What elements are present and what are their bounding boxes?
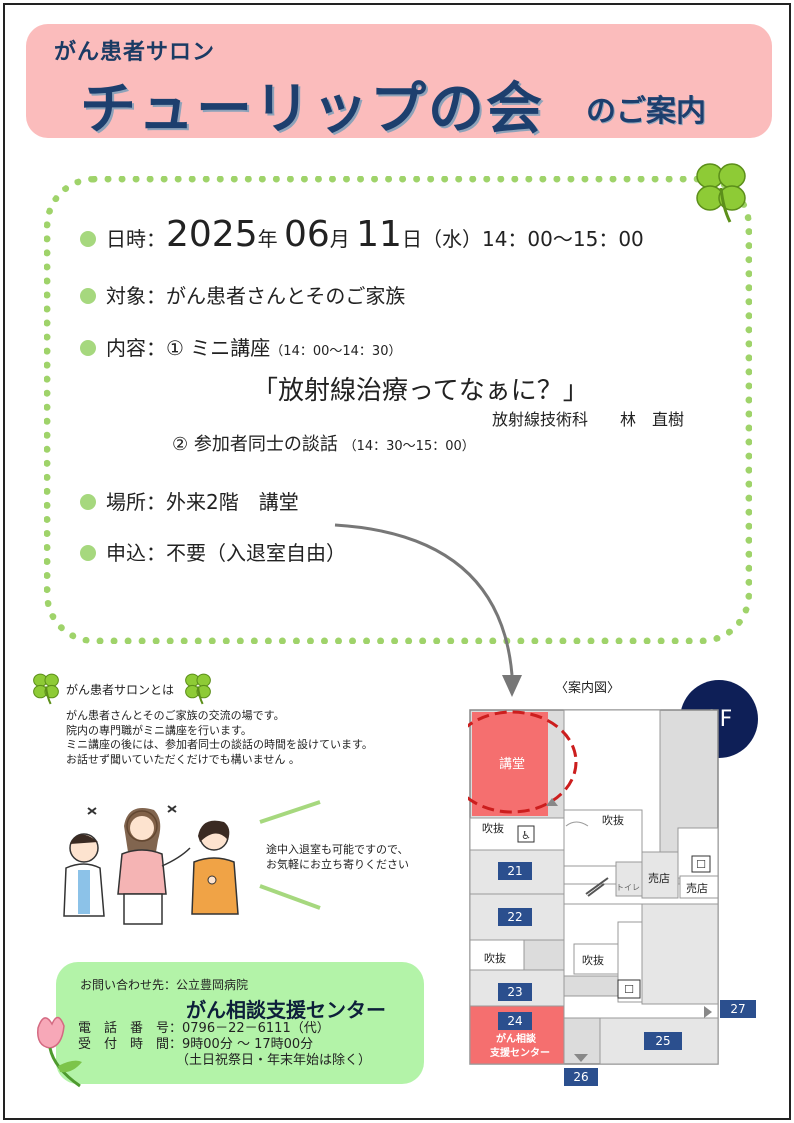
header-banner [26, 24, 772, 138]
content-row: 内容：① ミニ講座 （14：00～14：30） [80, 332, 401, 361]
header-subtitle: がん患者サロン [54, 40, 216, 65]
center-label-line1: がん相談 [496, 1032, 537, 1045]
salon-desc-line: ミニ講座の後には、参加者同士の談話の時間を設けています。 [66, 738, 373, 751]
room-25: 25 [644, 1032, 682, 1050]
toilet-label: トイレ [616, 883, 640, 892]
content-time: （14：00～14：30） [270, 344, 402, 359]
room-22: 22 [498, 908, 532, 926]
content-item2: ② 参加者同士の談話 （14：30～15：00） [172, 430, 475, 456]
lecture-title: 「放射線治療ってなぁに？」 [252, 376, 589, 406]
svg-text:23: 23 [507, 985, 522, 999]
salon-title: がん患者サロンとは [66, 683, 175, 697]
page-frame [3, 3, 791, 1120]
date-day: 11 [356, 214, 402, 255]
contact-center-name: がん相談支援センター [186, 998, 386, 1022]
svg-text:24: 24 [507, 1014, 522, 1028]
room-26: 26 [564, 1068, 598, 1086]
side-note: 途中入退室も可能ですので、 お気軽にお立ち寄りください [266, 842, 409, 872]
contact-hours: 受 付 時 間：9時00分 ～ 17時00分 [78, 1037, 314, 1052]
map-title: 〈案内図〉 [555, 681, 621, 696]
lecturer-name: 放射線技術科 林 直樹 [492, 410, 685, 429]
clover-icon [33, 673, 59, 705]
date-month-unit: 月 [329, 227, 350, 251]
apply-text: 申込：不要（入退室自由） [106, 541, 346, 565]
bullet-icon [80, 288, 96, 304]
contact-hours-note: （土日祝祭日・年末年始は除く） [176, 1053, 372, 1068]
fukinuke-label: 吹抜 [482, 821, 504, 835]
auditorium-label: 講堂 [499, 756, 525, 772]
date-month: 06 [283, 214, 330, 255]
date-year: 2025 [166, 214, 258, 255]
emphasis-lines [259, 800, 321, 910]
content-text: 内容：① ミニ講座 [106, 336, 271, 360]
salon-desc-line: お話せず聞いていただくだけでも構いません 。 [66, 752, 300, 766]
bullet-icon [80, 545, 96, 561]
date-row: 日時： 2025 年 06 月 11 日 （水）14：00～15：00 [80, 214, 644, 255]
side-note-line: 途中入退室も可能ですので、 [266, 843, 409, 856]
date-label: 日時： [106, 227, 166, 251]
salon-desc-line: がん患者さんとそのご家族の交流の場です。 [66, 709, 285, 722]
item2-text: ② 参加者同士の談話 [172, 434, 338, 455]
salon-desc-line: 院内の専門職がミニ講座を行います。 [66, 723, 252, 737]
shop-label: 売店 [686, 881, 708, 895]
fukinuke-label: 吹抜 [484, 951, 506, 965]
info-box [44, 176, 752, 644]
date-year-unit: 年 [257, 227, 278, 251]
toilet-icon: ☐ [617, 979, 641, 999]
floor-map: 講堂 ♿ ☐ ☐ 吹抜 吹抜 吹抜 吹抜 売店 売店 トイレ 21 22 23 … [468, 709, 756, 1086]
salon-description: がん患者さんとそのご家族の交流の場です。 院内の専門職がミニ講座を行います。 ミ… [66, 709, 373, 767]
svg-text:26: 26 [573, 1070, 588, 1084]
room-23: 23 [498, 983, 532, 1001]
bullet-icon [80, 340, 96, 356]
bullet-icon [80, 231, 96, 247]
svg-text:☐: ☐ [696, 858, 706, 871]
svg-text:22: 22 [507, 910, 522, 924]
contact-phone: 電 話 番 号：0796－22－6111（代） [78, 1021, 330, 1036]
side-note-line: お気軽にお立ち寄りください [266, 858, 409, 871]
place-row: 場所：外来2階 講堂 [80, 486, 299, 515]
date-rest: （水）14：00～15：00 [421, 227, 644, 251]
target-text: 対象：がん患者さんとそのご家族 [106, 284, 406, 308]
contact-box [56, 962, 424, 1084]
apply-row: 申込：不要（入退室自由） [80, 537, 346, 566]
clover-icon [185, 673, 211, 705]
room-24: 24 [498, 1012, 532, 1030]
contact-details: 電 話 番 号：0796－22－6111（代） 受 付 時 間：9時00分 ～ … [78, 1021, 371, 1069]
header-suffix: のご案内 [586, 94, 706, 129]
toilet-icon: ♿ [517, 825, 535, 843]
svg-text:25: 25 [655, 1034, 670, 1048]
header-title: チューリップの会 [80, 77, 544, 142]
fukinuke-label: 吹抜 [582, 953, 604, 967]
svg-text:☐: ☐ [624, 983, 634, 996]
place-text: 場所：外来2階 講堂 [106, 490, 299, 514]
tulip-icon [37, 1016, 82, 1088]
target-row: 対象：がん患者さんとそのご家族 [80, 280, 405, 309]
arrow-icon [334, 523, 522, 697]
date-day-unit: 日 [401, 227, 422, 251]
shop-label: 売店 [648, 871, 670, 885]
clover-icon [696, 163, 746, 223]
contact-label: お問い合わせ先：公立豊岡病院 [80, 978, 249, 992]
svg-text:21: 21 [507, 864, 522, 878]
people-illustration [63, 805, 239, 925]
room-27: 27 [720, 1000, 756, 1018]
toilet-icon: ☐ [691, 855, 711, 873]
room-21: 21 [498, 862, 532, 880]
svg-text:♿: ♿ [521, 829, 531, 842]
svg-text:27: 27 [730, 1002, 745, 1016]
center-label-line2: 支援センター [489, 1046, 550, 1059]
fukinuke-label: 吹抜 [602, 813, 624, 827]
item2-time: （14：30～15：00） [343, 439, 475, 454]
bullet-icon [80, 494, 96, 510]
